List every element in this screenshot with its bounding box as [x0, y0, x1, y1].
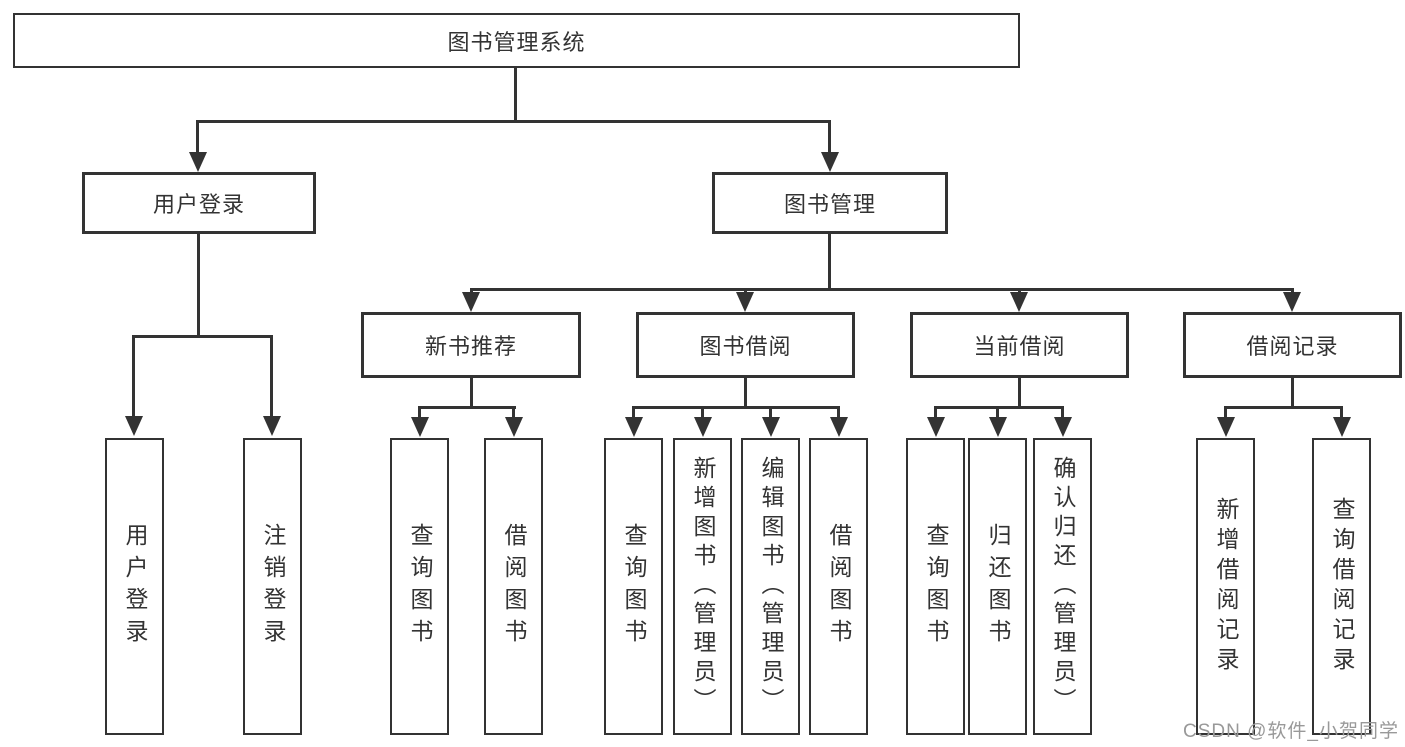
node-label: 用户登录 [152, 192, 245, 217]
leaf-label: 编辑图书（管理员） [758, 456, 784, 717]
leaf-label: 借阅图书 [826, 522, 852, 651]
node-book-borrowing: 图书借阅 [636, 312, 855, 378]
node-new-book-recommendation: 新书推荐 [361, 312, 581, 378]
connector-book-borrow-bar [632, 406, 840, 409]
connector-new-book-bar [418, 406, 516, 409]
leaf-return-book: 归还图书 [968, 438, 1027, 735]
leaf-label: 确认归还（管理员） [1050, 456, 1076, 717]
leaf-label: 查询图书 [923, 522, 949, 651]
connector-root-bar [196, 120, 831, 123]
node-label: 图书借阅 [699, 334, 792, 359]
leaf-borrow-books: 借阅图书 [484, 438, 543, 735]
leaf-label: 新增借阅记录 [1213, 496, 1239, 677]
connector-stem-leaf-user-login [132, 335, 135, 417]
leaf-borrow-books-2: 借阅图书 [809, 438, 868, 735]
connector-stem [1061, 406, 1064, 418]
node-current-borrowing: 当前借阅 [910, 312, 1129, 378]
connector-current-borrow-stem [1018, 378, 1021, 408]
connector-new-book-stem [470, 378, 473, 408]
node-user-login: 用户登录 [82, 172, 316, 234]
leaf-add-book-admin: 新增图书（管理员） [673, 438, 732, 735]
connector-book-management-bar [470, 288, 1294, 291]
connector-borrow-records-bar [1224, 406, 1343, 409]
arrow-down-icon [821, 152, 839, 172]
arrow-down-icon [694, 417, 712, 437]
connector-stem [837, 406, 840, 418]
leaf-confirm-return-admin: 确认归还（管理员） [1033, 438, 1092, 735]
leaf-label: 用户登录 [122, 522, 148, 651]
leaf-edit-book-admin: 编辑图书（管理员） [741, 438, 800, 735]
node-borrowing-records: 借阅记录 [1183, 312, 1402, 378]
node-book-management: 图书管理 [712, 172, 948, 234]
node-label: 借阅记录 [1246, 334, 1339, 359]
leaf-label: 归还图书 [985, 522, 1011, 651]
connector-stem-book-management [828, 120, 831, 154]
leaf-label: 查询借阅记录 [1329, 496, 1355, 677]
connector-root-stem [514, 68, 517, 122]
leaf-logout: 注销登录 [243, 438, 302, 735]
connector-stem [1340, 406, 1343, 418]
connector-stem [418, 406, 421, 418]
arrow-down-icon [1283, 292, 1301, 312]
arrow-down-icon [1054, 417, 1072, 437]
connector-user-login-bar [132, 335, 273, 338]
connector-stem [934, 406, 937, 418]
csdn-watermark: CSDN @软件_小贺同学 [1183, 721, 1399, 742]
leaf-label: 查询图书 [407, 522, 433, 651]
leaf-label: 新增图书（管理员） [690, 456, 716, 717]
arrow-down-icon [263, 416, 281, 436]
leaf-query-books-3: 查询图书 [906, 438, 965, 735]
connector-stem [769, 406, 772, 418]
leaf-label: 注销登录 [260, 522, 286, 651]
leaf-query-books: 查询图书 [390, 438, 449, 735]
arrow-down-icon [1010, 292, 1028, 312]
connector-user-login-stem [197, 234, 200, 337]
leaf-user-login: 用户登录 [105, 438, 164, 735]
arrow-down-icon [989, 417, 1007, 437]
connector-book-borrow-stem [744, 378, 747, 408]
leaf-label: 查询图书 [621, 522, 647, 651]
node-label: 图书管理系统 [447, 29, 586, 55]
node-label: 当前借阅 [973, 334, 1066, 359]
connector-stem [512, 406, 515, 418]
arrow-down-icon [762, 417, 780, 437]
connector-stem [1224, 406, 1227, 418]
node-label: 新书推荐 [424, 334, 517, 359]
leaf-query-borrow-record: 查询借阅记录 [1312, 438, 1371, 735]
arrow-down-icon [625, 417, 643, 437]
arrow-down-icon [830, 417, 848, 437]
arrow-down-icon [736, 292, 754, 312]
arrow-down-icon [411, 417, 429, 437]
connector-borrow-records-stem [1291, 378, 1294, 408]
node-label: 图书管理 [783, 192, 876, 217]
arrow-down-icon [462, 292, 480, 312]
connector-stem [701, 406, 704, 418]
arrow-down-icon [189, 152, 207, 172]
arrow-down-icon [125, 416, 143, 436]
node-library-management-system: 图书管理系统 [13, 13, 1020, 68]
connector-stem-leaf-logout [270, 335, 273, 417]
leaf-add-borrow-record: 新增借阅记录 [1196, 438, 1255, 735]
arrow-down-icon [505, 417, 523, 437]
connector-current-borrow-bar [934, 406, 1064, 409]
connector-stem-user-login [196, 120, 199, 154]
connector-book-management-stem [828, 234, 831, 291]
connector-stem [996, 406, 999, 418]
arrow-down-icon [1217, 417, 1235, 437]
arrow-down-icon [1333, 417, 1351, 437]
leaf-label: 借阅图书 [501, 522, 527, 651]
leaf-query-books-2: 查询图书 [604, 438, 663, 735]
arrow-down-icon [927, 417, 945, 437]
connector-stem [632, 406, 635, 418]
